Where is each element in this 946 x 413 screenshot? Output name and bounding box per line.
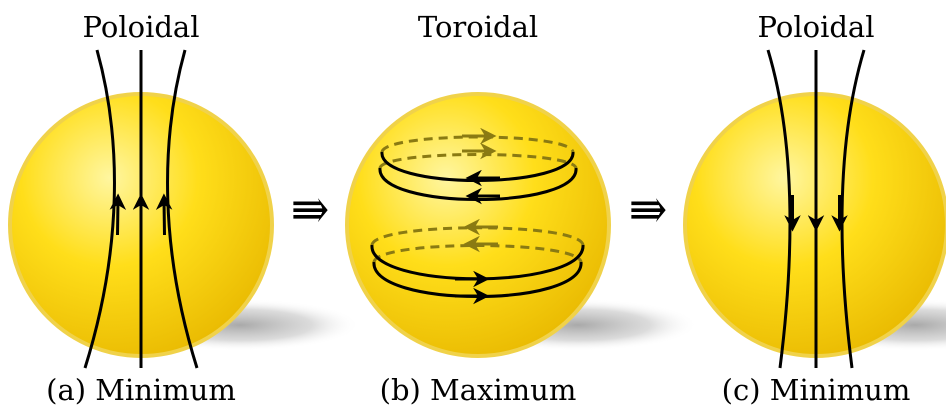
sun-b	[345, 92, 611, 358]
field-line-c-left	[766, 49, 792, 369]
panel-a-title: Poloidal	[83, 10, 200, 44]
panel-c-caption: (c) Minimum	[722, 373, 911, 407]
poloidal-field-lines-c	[766, 49, 866, 369]
panel-a: Poloidal (a) Minimum	[8, 10, 360, 407]
transition-arrow-2: ⇛	[629, 182, 668, 236]
panel-b: Toroidal (b) Maximum	[345, 10, 698, 407]
transition-arrow-1: ⇛	[291, 182, 330, 236]
field-line-c-right	[840, 49, 866, 369]
field-arrow-a-left	[109, 193, 127, 236]
panel-b-caption: (b) Maximum	[380, 373, 577, 407]
toroidal-field-lines-b	[370, 127, 585, 305]
panel-b-title: Toroidal	[418, 10, 538, 44]
panel-a-caption: (a) Minimum	[46, 373, 236, 407]
panel-c-title: Poloidal	[758, 10, 875, 44]
poloidal-field-lines-a	[83, 49, 199, 369]
panel-c: Poloidal (c) Minimum	[683, 10, 946, 407]
field-arrow-a-right	[155, 193, 173, 236]
